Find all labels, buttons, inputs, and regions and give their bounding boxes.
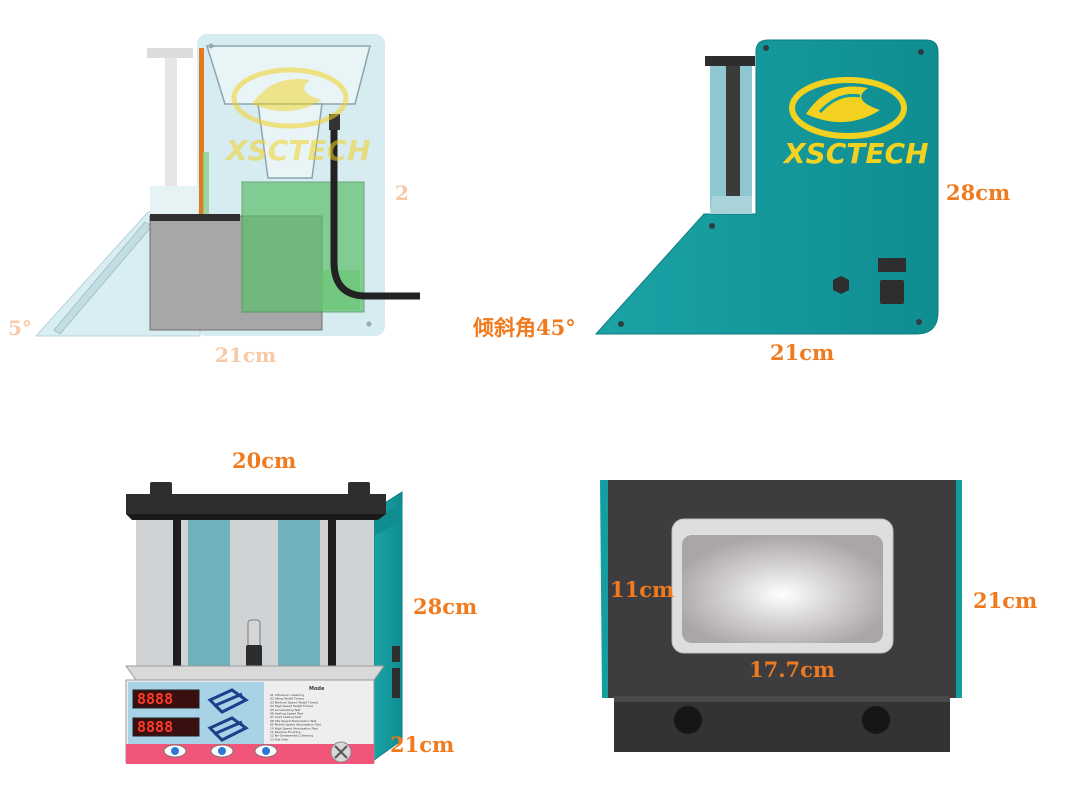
top-inner-height-label: 11cm — [610, 577, 674, 602]
side-view: XSCTECH 28cm 倾斜角45° 21cm — [472, 39, 1010, 365]
side-width-label: 21cm — [770, 340, 834, 365]
front-depth-label: 21cm — [390, 732, 454, 757]
transparent-side-view: XSCTECH 5° 21cm 2 — [8, 34, 420, 367]
gear-icon[interactable] — [330, 741, 352, 763]
front-height-label: 28cm — [413, 594, 477, 619]
play-button[interactable] — [163, 744, 187, 758]
side-socket-icon — [880, 280, 904, 304]
front-top-width-label: 20cm — [232, 448, 296, 473]
front-view: 8888 8888 Mode 01 Ultrasonic Cleaning02 … — [125, 448, 477, 764]
pause-button[interactable] — [210, 744, 234, 758]
foot-hole-right — [862, 706, 890, 734]
foot-hole-left — [674, 706, 702, 734]
top-view: 11cm 17.7cm 21cm — [600, 480, 1037, 752]
menu-item: 05 Accelerating Test — [270, 708, 301, 712]
top-depth-label: 21cm — [973, 588, 1037, 613]
menu-item: 01 Ultrasonic Cleaning — [270, 693, 304, 697]
menu-item: 13 Flat Safe — [270, 737, 288, 741]
side-height-label: 28cm — [946, 180, 1010, 205]
menu-item: 11 Reverse Flushing — [270, 730, 300, 734]
side-switch-icon — [878, 258, 906, 272]
menu-title: Mode — [309, 686, 325, 692]
side-fuse-icon — [833, 276, 849, 294]
menu-item: 03 Medium Speed Test(6 Times) — [270, 700, 318, 704]
display-lower: 8888 — [137, 718, 173, 736]
display-upper: 8888 — [137, 690, 173, 708]
menu-item: 08 Idle Speed Atomization Test — [270, 719, 317, 723]
stop-button[interactable] — [254, 744, 278, 758]
menu-item: 04 High Speed Test(6 Times) — [270, 704, 313, 708]
transparent-side-cut-label: 2 — [395, 181, 409, 205]
menu-item: 09 Middle Speed Atomization Test — [270, 723, 322, 727]
menu-item: 12 No-Disassembly Cleaning — [270, 734, 313, 738]
side-view-logo: XSCTECH — [782, 137, 929, 170]
logo-icon-upper — [207, 688, 249, 714]
logo-icon-lower — [207, 716, 249, 742]
side-angle-label: 倾斜角45° — [472, 315, 576, 340]
menu-item: 06 Sealing Speed Test — [270, 712, 304, 716]
menu-item: 10 High Speed Atomization Test — [270, 726, 319, 730]
transparent-side-width-label: 21cm — [215, 343, 276, 367]
transparent-side-logo: XSCTECH — [224, 134, 371, 167]
menu-item: 07 Load Sealing Test — [270, 715, 302, 719]
top-inner-width-label: 17.7cm — [749, 657, 835, 682]
menu-item: 02 Idling Test(6 Times) — [270, 697, 304, 701]
transparent-side-angle-label: 5° — [8, 316, 32, 340]
